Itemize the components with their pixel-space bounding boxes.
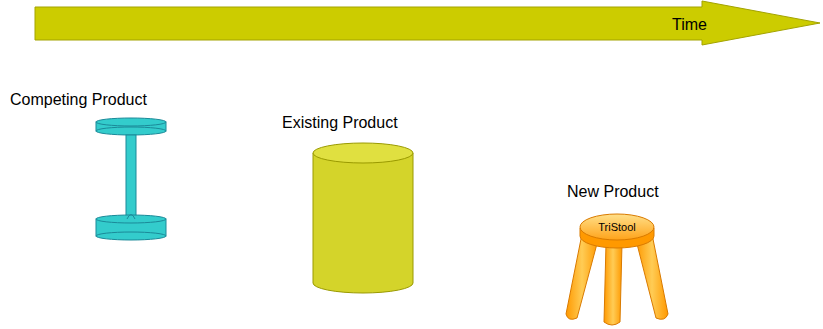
time-arrow xyxy=(35,1,820,45)
pedestal-stool xyxy=(96,118,166,240)
product-stool: Existing Product xyxy=(282,112,457,290)
product-stool: Competing Product xyxy=(10,88,170,240)
node-heading: Competing Product xyxy=(10,91,147,109)
node-heading: Existing Product xyxy=(282,114,398,132)
time-arrow: Time xyxy=(35,0,820,46)
node-heading: Time xyxy=(672,16,707,34)
cylinder-stool xyxy=(313,143,413,293)
node-label: TriStool xyxy=(577,221,657,234)
product-stool: New ProductTriStool xyxy=(567,181,717,327)
tristool-stool xyxy=(566,214,668,325)
node-heading: New Product xyxy=(567,183,659,201)
